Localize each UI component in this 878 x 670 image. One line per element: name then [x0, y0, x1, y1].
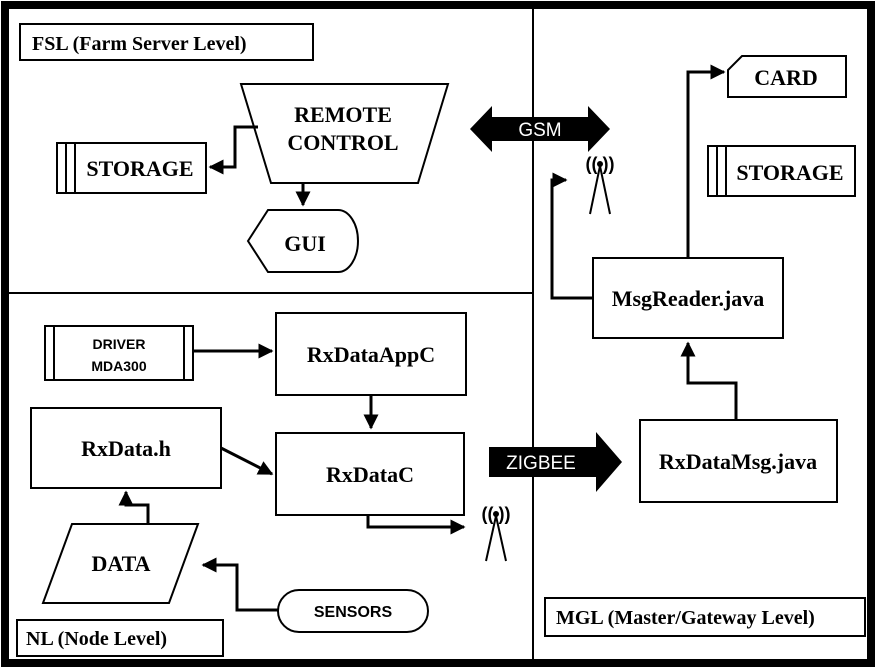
svg-text:MsgReader.java: MsgReader.java	[612, 286, 765, 311]
rxdatamsg-node: RxDataMsg.java	[639, 419, 838, 503]
svg-text:ZIGBEE: ZIGBEE	[506, 453, 576, 474]
card-node: CARD	[727, 55, 847, 98]
storage-mgl-node: STORAGE	[707, 145, 856, 197]
gsm-link: GSM	[470, 106, 610, 152]
svg-text:SENSORS: SENSORS	[314, 604, 393, 621]
antenna-icon: (( ))	[586, 154, 614, 215]
nl-region-label: NL (Node Level)	[16, 619, 224, 657]
svg-text:NL (Node Level): NL (Node Level)	[26, 628, 167, 650]
svg-text:GSM: GSM	[518, 120, 561, 141]
arrow-msgreader-to-antenna	[550, 172, 593, 300]
arrow-sensors-to-data	[201, 557, 278, 612]
msgreader-node: MsgReader.java	[592, 257, 784, 339]
rxdata-h-node: RxData.h	[30, 407, 222, 489]
svg-text:RxData.h: RxData.h	[81, 436, 171, 461]
antenna-icon: (( ))	[482, 504, 510, 562]
arrow-rxdatah-to-rxdatac	[220, 446, 274, 476]
svg-text:DATA: DATA	[91, 551, 150, 576]
svg-text:RxDataC: RxDataC	[326, 462, 414, 487]
rxdataappc-node: RxDataAppC	[275, 312, 467, 396]
zigbee-link: ZIGBEE	[489, 432, 622, 492]
svg-text:STORAGE: STORAGE	[86, 156, 193, 181]
svg-text:MDA300: MDA300	[91, 358, 146, 374]
arrow-remote-to-storage	[208, 125, 258, 175]
fsl-region-label: FSL (Farm Server Level)	[19, 23, 314, 61]
svg-text:RxDataAppC: RxDataAppC	[307, 342, 435, 367]
data-node: DATA	[41, 523, 200, 604]
storage-fsl-node: STORAGE	[56, 142, 207, 194]
remote-control-node: REMOTE CONTROL	[239, 83, 450, 184]
mgl-region-label: MGL (Master/Gateway Level)	[544, 597, 866, 637]
svg-text:CONTROL: CONTROL	[287, 130, 398, 155]
sensors-node: SENSORS	[277, 589, 429, 633]
svg-text:REMOTE: REMOTE	[294, 102, 392, 127]
svg-text:MGL (Master/Gateway Level): MGL (Master/Gateway Level)	[556, 607, 815, 629]
svg-text:RxDataMsg.java: RxDataMsg.java	[659, 449, 817, 474]
svg-text:STORAGE: STORAGE	[736, 160, 843, 185]
arrow-msgreader-to-card	[686, 64, 726, 258]
driver-node: DRIVER MDA300	[44, 325, 194, 381]
svg-text:FSL (Farm Server Level): FSL (Farm Server Level)	[32, 33, 247, 55]
gui-node: GUI	[246, 209, 359, 273]
rxdatac-node: RxDataC	[275, 432, 465, 516]
arrow-rxdatac-to-antenna	[366, 515, 466, 535]
svg-text:GUI: GUI	[284, 231, 326, 256]
svg-text:CARD: CARD	[754, 65, 818, 90]
arrow-data-to-rxdatah	[118, 490, 150, 524]
svg-text:DRIVER: DRIVER	[93, 336, 146, 352]
arrow-rxdatamsg-to-msgreader	[680, 341, 738, 420]
